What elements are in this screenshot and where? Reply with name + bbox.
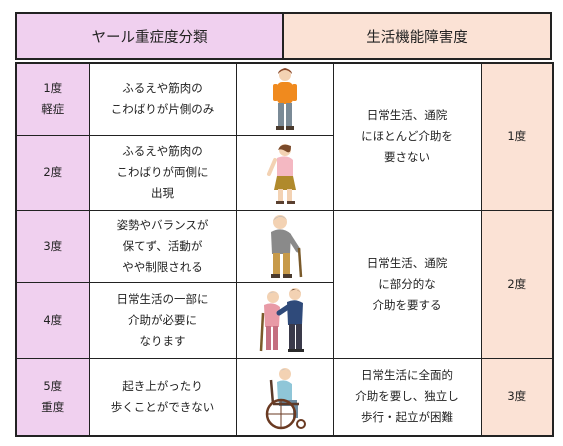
description-cell: ふるえや筋肉のこわばりが両側に出現	[88, 134, 237, 211]
wheelchair-person-icon	[265, 367, 306, 429]
table-row: 1度軽症 ふるえや筋肉のこわばりが片側のみ 日常生活、通院にほとんど介助を要さな…	[15, 62, 554, 211]
grade-cell: 4度	[15, 281, 90, 359]
header-yahr-classification: ヤール重症度分類	[15, 12, 284, 60]
standing-person-icon	[272, 68, 297, 131]
table-row: 4度 日常生活の一部に介助が必要になります	[15, 281, 553, 359]
grade-cell: 5度重度	[15, 357, 90, 437]
table-row: 3度 姿勢やバランスが保てず、活動がやや制限される 日常生活、通院に部分的な介助…	[15, 209, 554, 359]
table-row: 5度重度 起き上がったり歩くことができない 日常生活に全面的介助を要し	[15, 357, 554, 437]
description-cell: 日常生活の一部に介助が必要になります	[88, 281, 237, 359]
grade-cell: 2度	[15, 134, 90, 211]
description-cell: 姿勢やバランスが保てず、活動がやや制限される	[88, 209, 237, 283]
grade-cell: 1度軽症	[15, 62, 90, 136]
disability-level-cell: 3度	[480, 357, 554, 437]
header-disability-level: 生活機能障害度	[282, 12, 552, 60]
life-function-cell: 日常生活、通院にほとんど介助を要さない	[332, 62, 482, 211]
life-function-cell: 日常生活、通院に部分的な介助を要する	[332, 209, 482, 359]
disability-level-cell: 2度	[480, 209, 554, 359]
elderly-with-cane-icon	[270, 215, 302, 278]
grade-cell: 3度	[15, 209, 90, 283]
disability-level-cell: 1度	[480, 62, 554, 211]
table-row: 2度 ふるえや筋肉のこわばりが両側に出現	[15, 134, 553, 211]
life-function-cell: 日常生活に全面的介助を要し、独立し歩行・起立が困難	[332, 357, 482, 437]
description-cell: 起き上がったり歩くことができない	[88, 357, 237, 437]
stooped-walking-person-icon	[266, 143, 296, 204]
description-cell: ふるえや筋肉のこわばりが片側のみ	[88, 62, 237, 136]
severity-grid: 1度軽症 ふるえや筋肉のこわばりが片側のみ 日常生活、通院にほとんど介助を要さな…	[15, 62, 554, 437]
assisted-walking-icon	[259, 288, 304, 352]
parkinson-severity-table: ヤール重症度分類 生活機能障害度 1度軽症 ふるえや筋肉のこわばりが片側のみ	[15, 12, 554, 437]
